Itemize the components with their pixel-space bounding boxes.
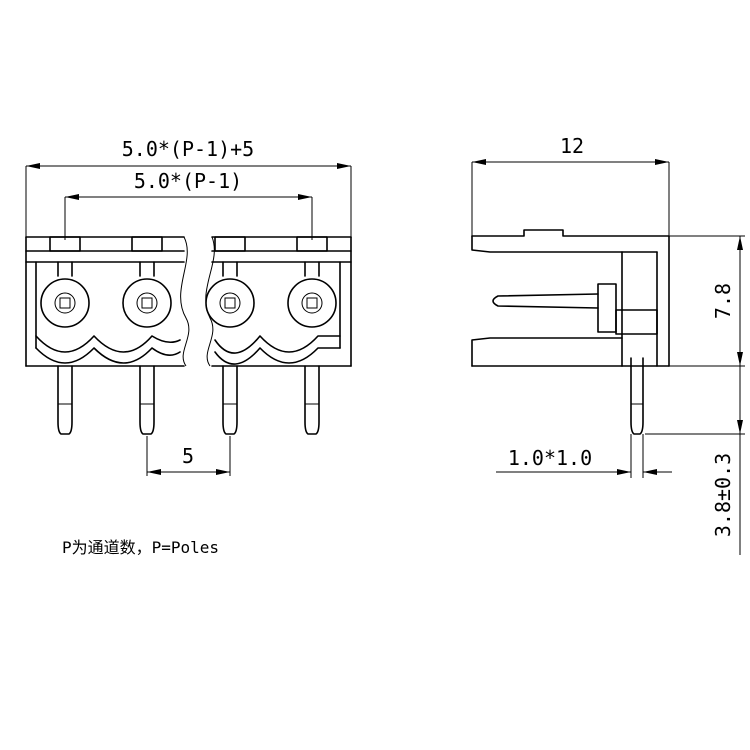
side-view: 12 <box>471 134 745 555</box>
dim-pin-length: 3.8±0.3 <box>645 366 745 555</box>
dim-pin-length-label: 3.8±0.3 <box>711 453 735 537</box>
dim-pin-section-label: 1.0*1.0 <box>508 446 592 470</box>
dim-overall-label: 5.0*(P-1)+5 <box>122 137 254 161</box>
terminal-2 <box>122 261 172 328</box>
terminal-4 <box>287 261 337 328</box>
poles-note: P为通道数，P=Poles <box>62 538 219 557</box>
front-view: 5.0*(P-1)+5 5.0*(P-1) <box>25 137 352 476</box>
housing-side <box>471 229 670 367</box>
dim-pitch-span-label: 5.0*(P-1) <box>134 169 242 193</box>
pin-side <box>630 357 644 435</box>
dim-overall-width: 5.0*(P-1)+5 <box>25 137 352 240</box>
dim-pitch: 5 <box>146 436 231 476</box>
dim-pitch-span: 5.0*(P-1) <box>64 169 313 240</box>
dim-depth-label: 12 <box>560 134 584 158</box>
pin-4 <box>304 365 320 435</box>
dim-height: 7.8 <box>669 235 745 367</box>
terminal-1 <box>40 261 90 328</box>
dim-pin-section: 1.0*1.0 <box>496 434 672 478</box>
terminal-3 <box>205 261 255 328</box>
pin-2 <box>139 365 155 435</box>
dim-height-label: 7.8 <box>711 283 735 319</box>
pins-front <box>57 365 320 435</box>
pin-1 <box>57 365 73 435</box>
dim-depth: 12 <box>471 134 670 236</box>
housing-front <box>25 236 352 367</box>
screw-terminals <box>40 261 337 328</box>
dim-pitch-label: 5 <box>182 444 194 468</box>
pin-3 <box>222 365 238 435</box>
